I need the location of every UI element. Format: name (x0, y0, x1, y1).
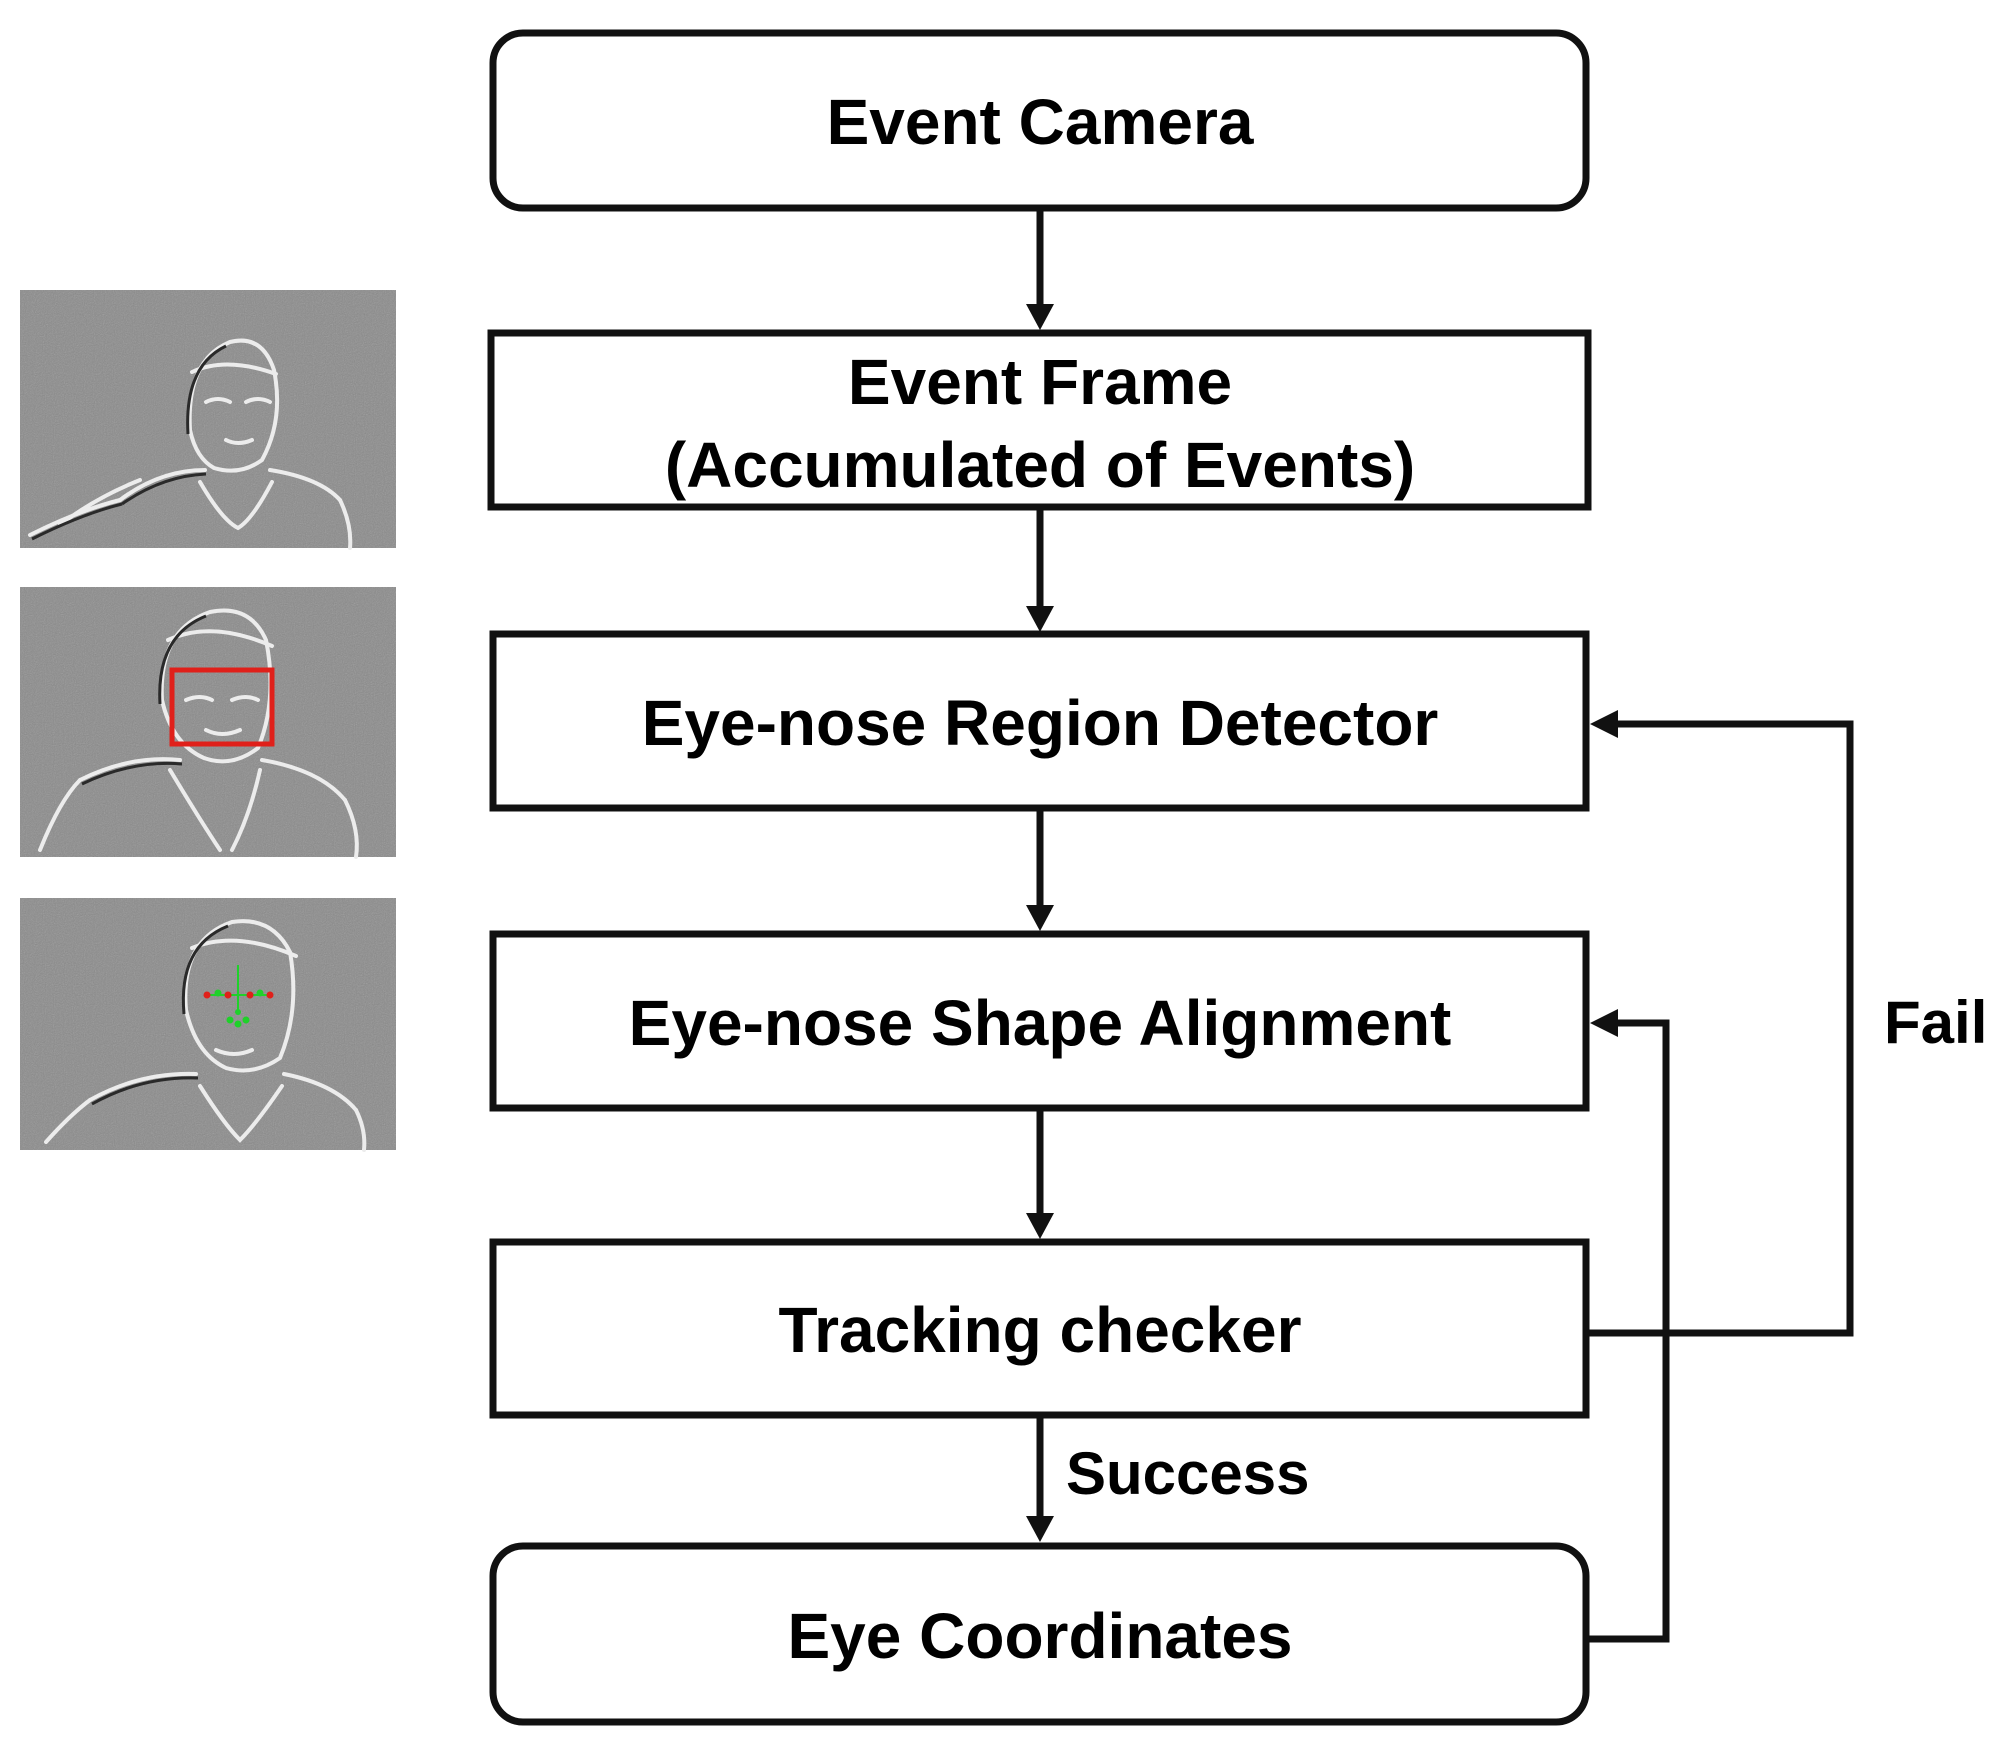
detection-box (169, 667, 275, 747)
node-event-frame-label-line1: Event Frame (848, 346, 1232, 418)
node-shape-alignment: Eye-nose Shape Alignment (489, 930, 1590, 1112)
node-region-detector: Eye-nose Region Detector (489, 630, 1590, 812)
edge-label-success: Success (1066, 1440, 1310, 1507)
face-silhouette (38, 608, 359, 859)
edge-checker-to-coordinates (1026, 1418, 1054, 1542)
face-shadow (91, 924, 229, 1106)
edge-coordinates-loop (1586, 1009, 1670, 1643)
node-tracking-checker-label: Tracking checker (779, 1294, 1302, 1366)
region-detection-thumbnail (20, 587, 396, 859)
event-frame-thumbnail (20, 290, 396, 550)
shape-alignment-thumbnail (20, 898, 396, 1152)
edge-frame-to-detector (1026, 510, 1054, 632)
landmark-points (203, 965, 274, 1028)
edge-fail-loop (1586, 710, 1854, 1337)
node-tracking-checker: Tracking checker (489, 1238, 1590, 1419)
node-region-detector-label: Eye-nose Region Detector (642, 687, 1439, 759)
edge-alignment-to-checker (1026, 1111, 1054, 1239)
edge-detector-to-alignment (1026, 811, 1054, 931)
face-silhouette (44, 919, 367, 1152)
node-event-camera-label: Event Camera (827, 86, 1254, 158)
edge-label-fail: Fail (1884, 989, 1987, 1056)
face-shadow (81, 614, 207, 786)
node-shape-alignment-label: Eye-nose Shape Alignment (629, 987, 1452, 1059)
node-event-frame: Event Frame (Accumulated of Events) (487, 329, 1592, 511)
node-event-camera: Event Camera (489, 29, 1590, 212)
face-shadow (31, 344, 227, 541)
node-event-frame-label-line2: (Accumulated of Events) (665, 429, 1415, 501)
edge-camera-to-frame (1026, 211, 1054, 330)
node-eye-coordinates: Eye Coordinates (489, 1542, 1590, 1726)
node-eye-coordinates-label: Eye Coordinates (787, 1600, 1292, 1672)
